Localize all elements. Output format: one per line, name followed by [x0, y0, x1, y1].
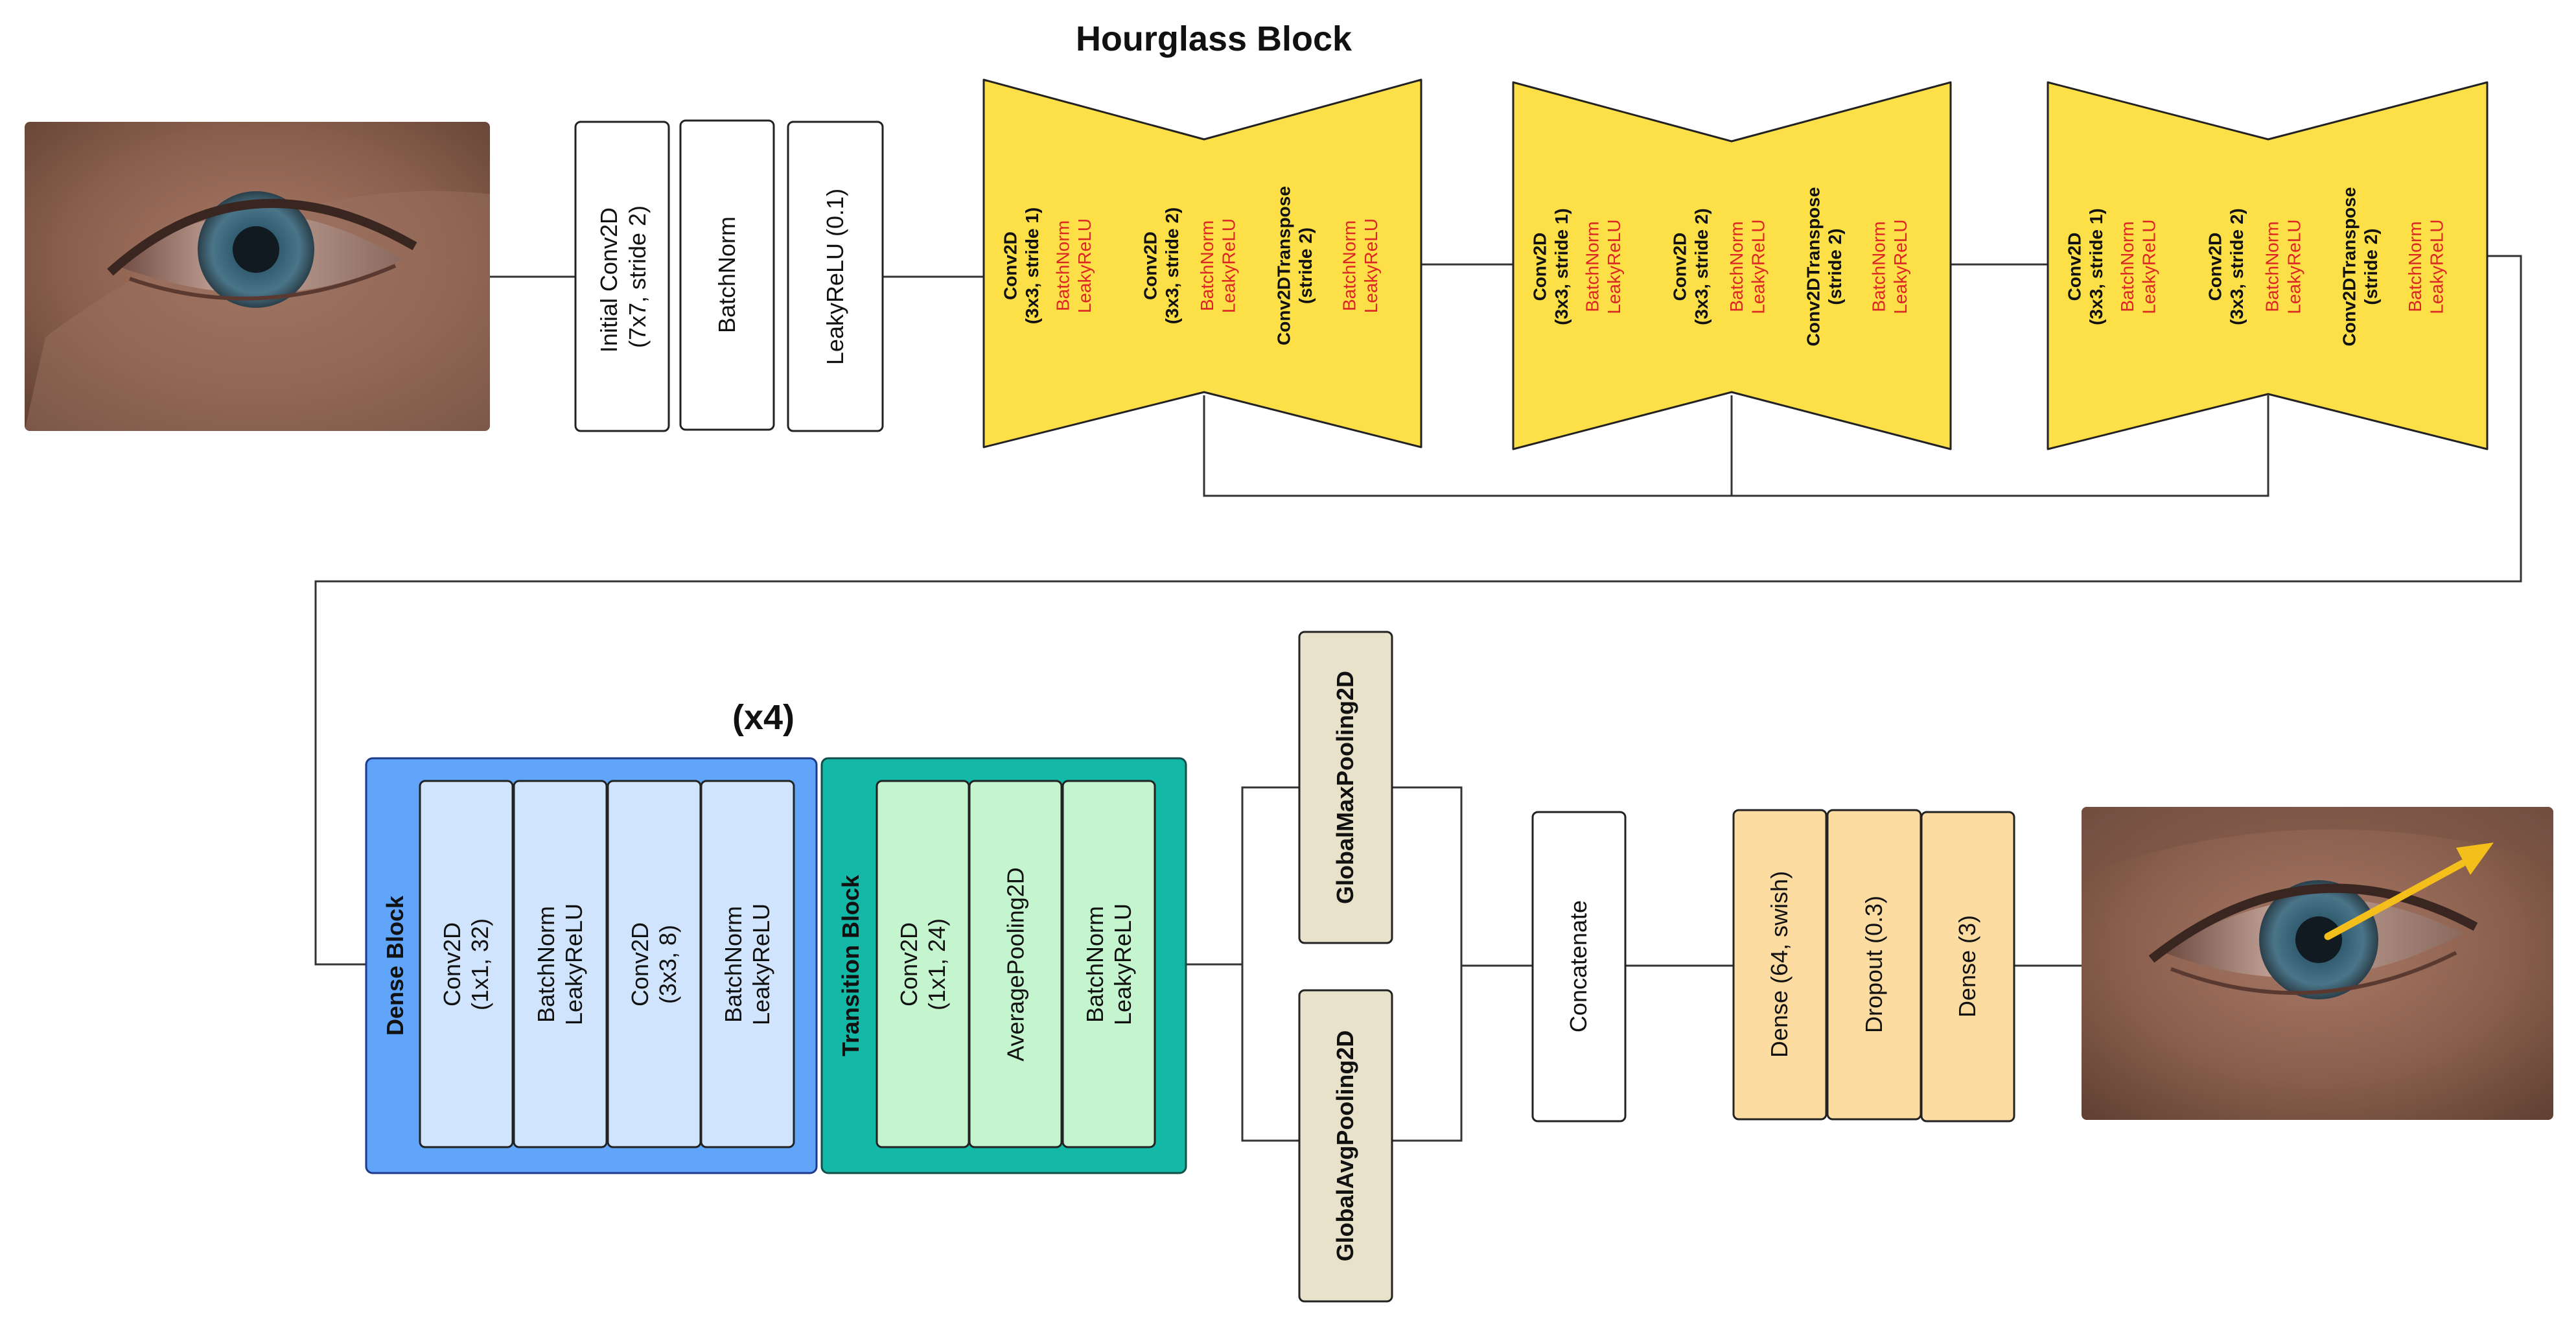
dense-3-label: Dense (3): [1954, 915, 1980, 1018]
dense-layer-label: BatchNormLeakyReLU: [720, 903, 774, 1025]
global-avg-pooling-label: GlobalAvgPooling2D: [1332, 1030, 1358, 1262]
global-max-pooling-box: GlobalMaxPooling2D: [1298, 631, 1393, 944]
hourglass-convtranspose-label: Conv2DTranspose(stride 2): [1273, 186, 1316, 345]
global-max-pooling-label: GlobalMaxPooling2D: [1332, 671, 1358, 904]
dense-64-box: Dense (64, swish): [1732, 809, 1828, 1121]
dense-block: Dense Block Conv2D(1x1, 32) BatchNormLeak…: [365, 757, 818, 1174]
dense-block-title: Dense Block: [382, 895, 408, 1036]
output-eye-image: [2082, 807, 2553, 1120]
dense-layer-label: Conv2D(1x1, 32): [439, 918, 493, 1010]
dense-layer-4: BatchNormLeakyReLU: [700, 780, 795, 1148]
dense-layer-label: Conv2D(3x3, 8): [627, 922, 681, 1006]
dropout-box: Dropout (0.3): [1826, 809, 1922, 1121]
transition-layer-1: Conv2D(1x1, 24): [876, 780, 970, 1148]
hourglass-conv-stride2-label: Conv2D(3x3, stride 2): [2205, 208, 2247, 325]
hourglass-conv-stride2-label: Conv2D(3x3, stride 2): [1140, 207, 1182, 325]
stem-conv-line1: Initial Conv2D: [596, 207, 622, 353]
dropout-label: Dropout (0.3): [1861, 896, 1887, 1033]
hourglass-convtranspose-label: Conv2DTranspose(stride 2): [2339, 187, 2381, 347]
transition-layer-3: BatchNormLeakyReLU: [1062, 780, 1156, 1148]
hourglass-norm-act-label: BatchNormLeakyReLU: [2117, 219, 2159, 314]
dense-layer-2: BatchNormLeakyReLU: [513, 780, 608, 1148]
hourglass-norm-act-label: BatchNormLeakyReLU: [2405, 219, 2447, 314]
transition-layer-2: AveragePooling2D: [968, 780, 1063, 1148]
hourglass-norm-act-label: BatchNormLeakyReLU: [2262, 219, 2304, 314]
global-avg-pooling-box: GlobalAvgPooling2D: [1298, 989, 1393, 1303]
hourglass-title: Hourglass Block: [1076, 19, 1352, 58]
stem-activation-box: LeakyReLU (0.1): [787, 121, 884, 432]
hourglass-norm-act-label: BatchNormLeakyReLU: [1052, 218, 1095, 313]
transition-layer-label: Conv2D(1x1, 24): [896, 918, 950, 1010]
dense-layer-label: BatchNormLeakyReLU: [533, 903, 587, 1025]
hourglass-conv-stride1-label: Conv2D(3x3, stride 1): [2065, 208, 2107, 325]
hourglass-conv-stride2-label: Conv2D(3x3, stride 2): [1669, 208, 1712, 325]
transition-layer-label: AveragePooling2D: [1003, 867, 1029, 1062]
stem-conv-box: Initial Conv2D (7x7, stride 2): [574, 121, 670, 432]
repeat-label: (x4): [732, 698, 795, 737]
connectors: [314, 255, 2522, 1142]
dense-layer-3: Conv2D(3x3, 8): [607, 780, 702, 1148]
dense-layer-1: Conv2D(1x1, 32): [419, 780, 514, 1148]
concatenate-box: Concatenate: [1531, 811, 1627, 1122]
hourglass-norm-act-label: BatchNormLeakyReLU: [1582, 219, 1624, 314]
hourglass-norm-act-label: BatchNormLeakyReLU: [1869, 219, 1911, 314]
hourglass-conv-stride1-label: Conv2D(3x3, stride 1): [1529, 208, 1572, 325]
stem-conv-line2: (7x7, stride 2): [624, 205, 651, 348]
stem-batchnorm-box: BatchNorm: [679, 119, 775, 431]
input-eye-image: [25, 122, 490, 431]
dense-3-box: Dense (3): [1920, 811, 2015, 1122]
hourglass-norm-act-label: BatchNormLeakyReLU: [1726, 219, 1769, 314]
transition-block: Transition Block Conv2D(1x1, 24) AverageP…: [820, 757, 1187, 1174]
gaze-arrow: [2324, 843, 2494, 940]
svg-text:Initial Conv2D (7x7, str: Initial Conv2D (7x7, stride 2): [596, 201, 651, 353]
transition-block-title: Transition Block: [837, 874, 864, 1056]
hourglass-convtranspose-label: Conv2DTranspose(stride 2): [1803, 187, 1845, 347]
hourglass-norm-act-label: BatchNormLeakyReLU: [1197, 218, 1239, 313]
stem-activation-label: LeakyReLU (0.1): [822, 189, 848, 365]
transition-layer-label: BatchNormLeakyReLU: [1082, 903, 1136, 1025]
stem-batchnorm-label: BatchNorm: [714, 216, 740, 333]
concatenate-label: Concatenate: [1565, 900, 1592, 1032]
dense-64-label: Dense (64, swish): [1766, 871, 1793, 1058]
hourglass-conv-stride1-label: Conv2D(3x3, stride 1): [1000, 207, 1042, 325]
hourglass-norm-act-label: BatchNormLeakyReLU: [1340, 218, 1382, 313]
